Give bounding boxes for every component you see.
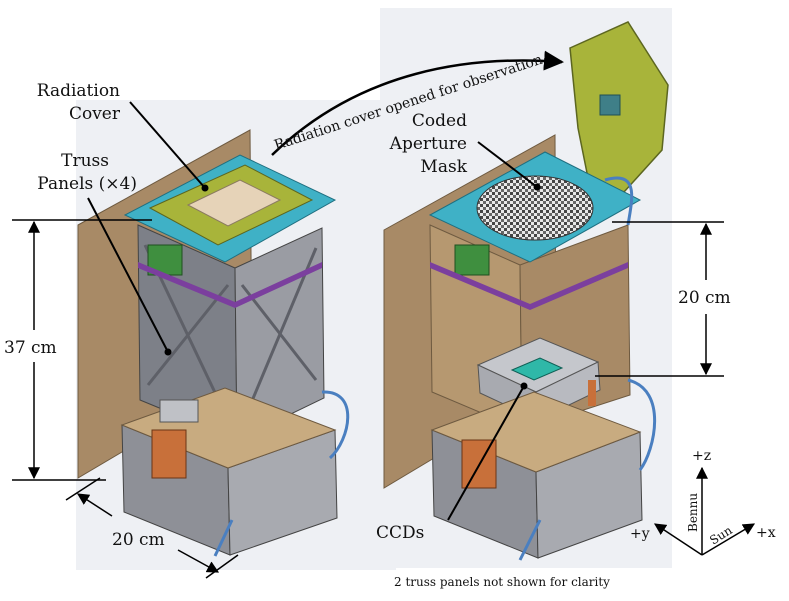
ccds-label: CCDs	[376, 523, 424, 543]
truss-panels-label-line2: Panels (×4)	[37, 174, 137, 194]
ccd-array	[510, 357, 564, 381]
mask-label-line1: Coded	[412, 111, 467, 131]
ccds-leader	[447, 385, 525, 521]
dim-height-left-label: 37 cm	[4, 338, 57, 358]
radiation-cover-label-line2: Cover	[69, 104, 121, 124]
coded-aperture-mask-pattern	[476, 175, 594, 241]
dim-20w-line-2	[177, 549, 220, 573]
truss-panels-leader-dot	[164, 348, 172, 356]
dim-20w-ext-1	[65, 477, 101, 501]
right-electronics-top	[430, 391, 642, 473]
right-cover-port	[599, 94, 621, 116]
dim-width-left-label: 20 cm	[112, 530, 165, 550]
mask-leader	[477, 141, 538, 188]
cover-opened-arrow	[271, 50, 564, 156]
radiation-cover-leader-dot	[201, 184, 209, 192]
left-cover-window	[186, 179, 282, 227]
coordinate-axes	[653, 466, 756, 556]
axis-y-label: +y	[630, 526, 650, 542]
footnote: 2 truss panels not shown for clarity	[394, 575, 610, 589]
right-cable-lower	[518, 519, 542, 561]
left-copper-block	[151, 429, 187, 479]
mask-label-line3: Mask	[420, 157, 467, 177]
axis-y-arrow	[653, 523, 703, 556]
dim-20w-ext-2	[205, 554, 239, 579]
left-cable	[321, 390, 350, 460]
axis-x-label: +x	[756, 525, 776, 541]
radiation-cover-label-line1: Radiation	[37, 81, 120, 101]
truss-panels-leader	[87, 197, 169, 353]
right-copper-post-2	[588, 380, 596, 406]
truss-panels-label-line1: Truss	[61, 151, 109, 171]
mask-label-line2: Aperture	[389, 134, 467, 154]
right-cable-top	[604, 176, 634, 226]
left-instrument	[76, 100, 396, 570]
axis-z-label: +z	[692, 448, 711, 464]
axis-bennu-label: Bennu	[686, 493, 700, 532]
axis-x-arrow	[701, 523, 756, 556]
right-cable	[627, 378, 657, 471]
dim-height-right-label: 20 cm	[678, 288, 731, 308]
ccds-leader-dot	[520, 382, 528, 390]
right-green-part	[454, 244, 490, 276]
left-connector	[159, 399, 199, 423]
dim-20w-line-1	[76, 493, 113, 517]
radiation-cover-leader	[129, 101, 206, 189]
mask-leader-dot	[533, 183, 541, 191]
right-instrument	[380, 8, 672, 568]
left-cable-lower	[213, 519, 234, 557]
